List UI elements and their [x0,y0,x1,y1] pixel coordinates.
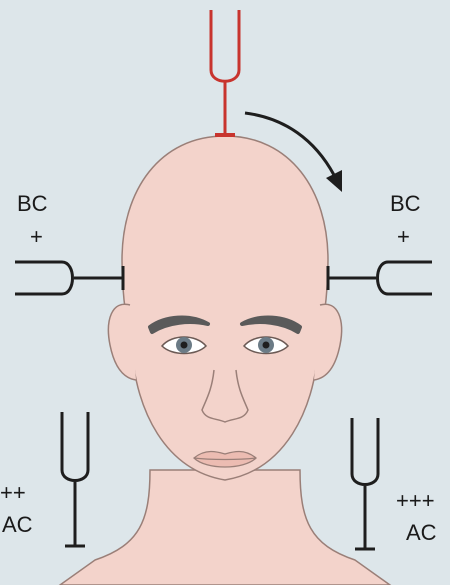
ac-left-sign: ++ [0,482,26,504]
bc-left-sign: + [30,226,43,248]
bc-right-sign: + [397,226,410,248]
left-pupil [181,342,188,349]
bc-right-label: BC [390,193,421,215]
ac-left-label: AC [2,514,33,536]
right-pupil [263,342,270,349]
ac-right-label: AC [406,522,437,544]
ac-right-sign: +++ [396,490,435,512]
bc-left-label: BC [17,193,48,215]
